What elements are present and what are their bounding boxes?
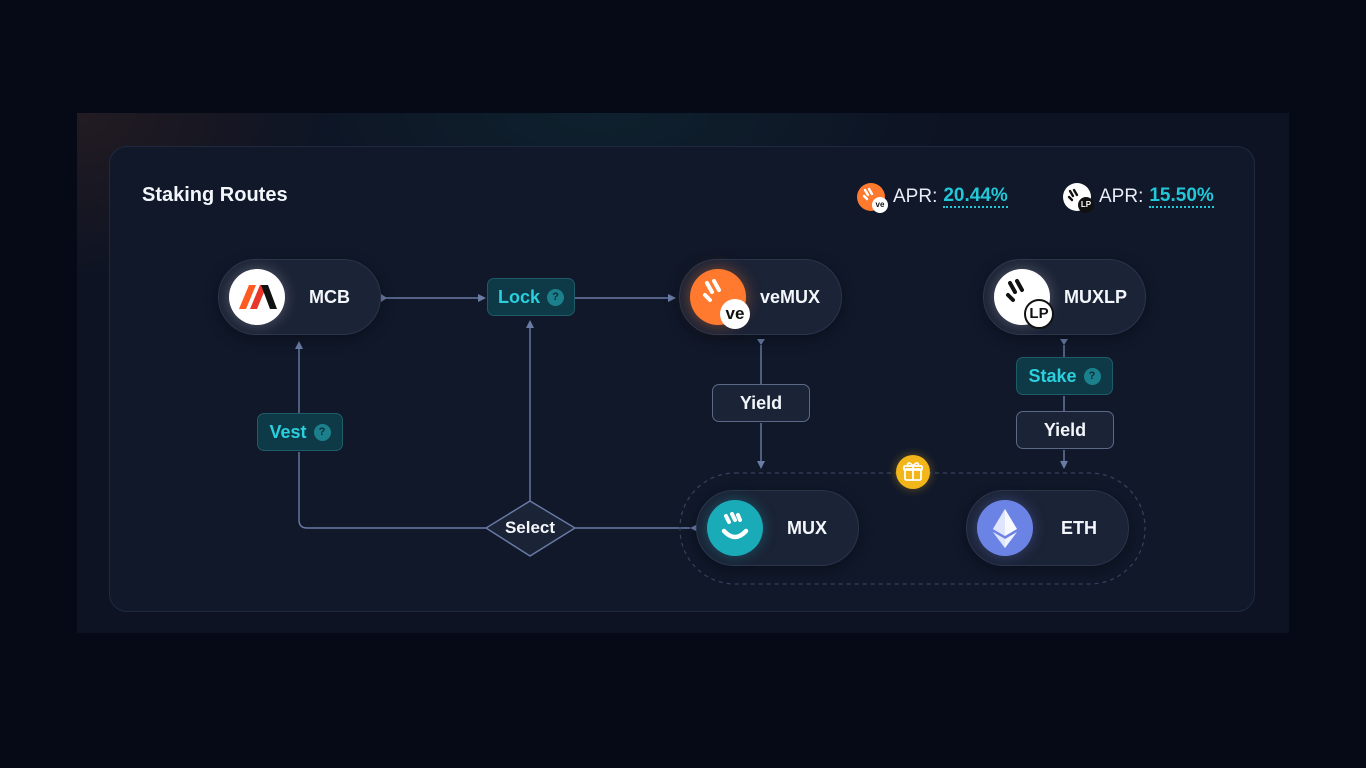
muxlp-label: MUXLP (1064, 286, 1127, 307)
eth-token-node[interactable]: ETH (966, 490, 1129, 566)
stake-label: Stake (1028, 365, 1077, 386)
page-title: Staking Routes (142, 184, 288, 206)
muxlp-apr-value[interactable]: 15.50% (1149, 185, 1214, 208)
help-icon[interactable]: ? (313, 423, 331, 441)
vemux-apr-value[interactable]: 20.44% (943, 185, 1008, 208)
mux-logo-icon (707, 500, 763, 556)
vemux-badge: ve (872, 197, 888, 213)
muxlp-lp-badge: LP (1024, 299, 1054, 329)
vest-label: Vest (269, 421, 307, 442)
gift-icon[interactable] (896, 455, 930, 489)
vemux-apr: ve APR: 20.44% (857, 182, 1008, 213)
vest-action[interactable]: Vest ? (257, 413, 343, 451)
apr-label: APR: (893, 186, 938, 207)
help-icon[interactable]: ? (1083, 367, 1101, 385)
select-decision[interactable]: Select (504, 518, 556, 537)
muxlp-badge: LP (1078, 197, 1094, 213)
help-icon[interactable]: ? (547, 288, 564, 306)
vemux-logo-icon: ve (690, 269, 750, 329)
vemux-label: veMUX (760, 286, 821, 307)
mcb-label: MCB (309, 286, 350, 307)
vemux-icon: ve (857, 183, 888, 213)
vemux-ve-badge: ve (720, 299, 750, 329)
vemux-yield-box: Yield (712, 384, 810, 422)
vemux-token-node[interactable]: ve veMUX (679, 259, 842, 335)
muxlp-apr: LP APR: 15.50% (1063, 182, 1214, 213)
mcb-token-node[interactable]: MCB (218, 259, 381, 335)
muxlp-logo-icon: LP (994, 269, 1054, 329)
muxlp-token-node[interactable]: LP MUXLP (983, 259, 1146, 335)
yield-label: Yield (1043, 419, 1087, 440)
muxlp-yield-box: Yield (1016, 411, 1114, 449)
lock-label: Lock (497, 286, 540, 307)
mux-token-node[interactable]: MUX (696, 490, 859, 566)
lock-action[interactable]: Lock ? (487, 278, 575, 316)
muxlp-icon: LP (1063, 183, 1094, 213)
eth-label: ETH (1061, 517, 1097, 538)
yield-label: Yield (739, 392, 783, 413)
ethereum-icon (977, 500, 1033, 556)
mcb-logo-icon (229, 269, 285, 325)
mux-label: MUX (787, 517, 827, 538)
stake-action[interactable]: Stake ? (1016, 357, 1113, 395)
apr-label: APR: (1099, 186, 1144, 207)
